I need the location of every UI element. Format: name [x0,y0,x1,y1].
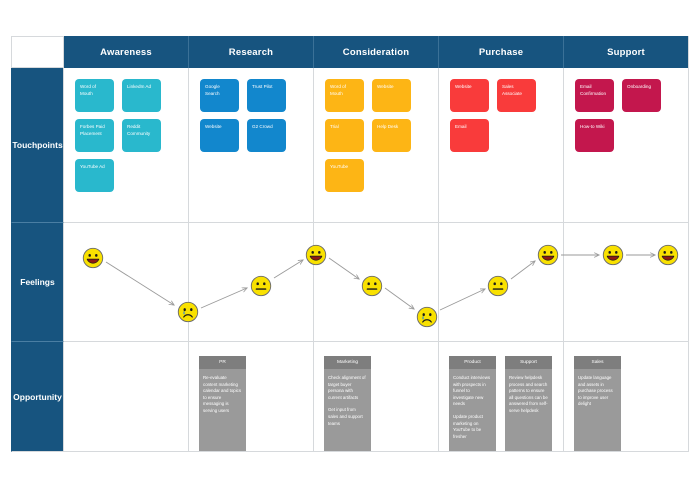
touchpoint-card[interactable]: Onboarding [622,79,661,112]
opportunity-list: PR Re-evaluate content marketing calenda… [189,342,313,451]
feelings-cell-support [564,223,689,342]
touchpoint-card[interactable]: Google Search [200,79,239,112]
feelings-cell-consideration [314,223,439,342]
feelings-cell-purchase [439,223,564,342]
touchpoints-cell-support: Email Confirmation Onboarding How-to Wik… [564,68,689,223]
phase-header-label: Consideration [342,46,410,58]
phase-header-purchase: Purchase [439,36,564,68]
row-label-text: Opportunity [13,391,62,402]
touchpoint-card[interactable]: YouTube Ad [75,159,114,192]
touchpoint-list: Word of Mouth LinkedIn Ad Forbes Paid Pl… [64,68,188,222]
touchpoint-card[interactable]: G2 Crowd [247,119,286,152]
touchpoint-list: Google Search Trust Pilot Website G2 Cro… [189,68,313,222]
touchpoint-list: Website Sales Associate Email [439,68,563,222]
touchpoints-cell-purchase: Website Sales Associate Email [439,68,564,223]
touchpoint-card[interactable]: Word of Mouth [75,79,114,112]
touchpoint-card[interactable]: Forbes Paid Placement [75,119,114,152]
opportunity-card-title: PR [199,356,246,369]
touchpoint-card[interactable]: Word of Mouth [325,79,364,112]
touchpoint-card[interactable]: YouTube [325,159,364,192]
phase-header-label: Support [607,46,645,58]
opportunity-card[interactable]: PR Re-evaluate content marketing calenda… [199,356,246,451]
opportunity-cell-research: PR Re-evaluate content marketing calenda… [189,342,314,452]
touchpoint-card[interactable]: Website [372,79,411,112]
opportunity-card-body: Review helpdesk process and search patte… [505,369,552,421]
phase-header-label: Purchase [478,46,524,58]
touchpoint-card[interactable]: Trial [325,119,364,152]
opportunity-note: Update language and assets in purchase p… [578,375,613,407]
opportunity-card-body: Conduct interviews with prospects in fun… [449,369,496,446]
opportunity-card-body: Check alignment of target buyer persona … [324,369,371,433]
phase-header-consideration: Consideration [314,36,439,68]
row-label-touchpoints: Touchpoints [11,68,64,223]
phase-header-support: Support [564,36,689,68]
touchpoints-cell-research: Google Search Trust Pilot Website G2 Cro… [189,68,314,223]
touchpoint-list: Email Confirmation Onboarding How-to Wik… [564,68,688,222]
touchpoint-card[interactable]: LinkedIn Ad [122,79,161,112]
touchpoint-card[interactable]: Sales Associate [497,79,536,112]
touchpoint-list: Word of Mouth Website Trial Help Desk Yo… [314,68,438,222]
opportunity-list: Product Conduct interviews with prospect… [439,342,563,451]
row-label-text: Touchpoints [12,140,63,150]
row-label-opportunity: Opportunity [11,342,64,452]
phase-header-label: Research [228,46,274,58]
opportunity-note: Review helpdesk process and search patte… [509,375,548,414]
phase-header-label: Awareness [100,46,152,58]
opportunity-note: Re-evaluate content marketing calendar a… [203,375,242,414]
opportunity-cell-purchase: Product Conduct interviews with prospect… [439,342,564,452]
opportunity-card-title: Sales [574,356,621,369]
touchpoint-card[interactable]: Website [450,79,489,112]
opportunity-cell-consideration: Marketing Check alignment of target buye… [314,342,439,452]
touchpoints-cell-consideration: Word of Mouth Website Trial Help Desk Yo… [314,68,439,223]
opportunity-card-title: Support [505,356,552,369]
journey-grid: Awareness Research Consideration Purchas… [11,36,689,452]
opportunity-note: Update product marketing on YouTube to b… [453,414,484,439]
touchpoint-card[interactable]: Help Desk [372,119,411,152]
feelings-cell-awareness [64,223,189,342]
opportunity-card[interactable]: Sales Update language and assets in purc… [574,356,621,451]
opportunity-note: Get input from sales and support teams [328,407,363,426]
touchpoints-cell-awareness: Word of Mouth LinkedIn Ad Forbes Paid Pl… [64,68,189,223]
touchpoint-card[interactable]: Website [200,119,239,152]
opportunity-card[interactable]: Support Review helpdesk process and sear… [505,356,552,451]
row-label-feelings: Feelings [11,223,64,342]
grid-corner-cell [11,36,64,68]
opportunity-note: Check alignment of target buyer persona … [328,375,366,400]
opportunity-card-body: Re-evaluate content marketing calendar a… [199,369,246,421]
row-label-text: Feelings [20,277,55,287]
opportunity-card[interactable]: Product Conduct interviews with prospect… [449,356,496,451]
opportunity-card-title: Product [449,356,496,369]
opportunity-list: Sales Update language and assets in purc… [564,342,688,451]
touchpoint-card[interactable]: Email Confirmation [575,79,614,112]
phase-header-research: Research [189,36,314,68]
opportunity-list: Marketing Check alignment of target buye… [314,342,438,451]
touchpoint-card[interactable]: How-to Wiki [575,119,614,152]
phase-header-awareness: Awareness [64,36,189,68]
touchpoint-card[interactable]: Email [450,119,489,152]
touchpoint-card[interactable]: Trust Pilot [247,79,286,112]
opportunity-cell-awareness [64,342,189,452]
opportunity-card-body: Update language and assets in purchase p… [574,369,621,414]
customer-journey-map: Awareness Research Consideration Purchas… [11,36,689,452]
touchpoint-card[interactable]: Reddit Community [122,119,161,152]
opportunity-card[interactable]: Marketing Check alignment of target buye… [324,356,371,451]
opportunity-card-title: Marketing [324,356,371,369]
feelings-cell-research [189,223,314,342]
opportunity-cell-support: Sales Update language and assets in purc… [564,342,689,452]
opportunity-note: Conduct interviews with prospects in fun… [453,375,491,407]
